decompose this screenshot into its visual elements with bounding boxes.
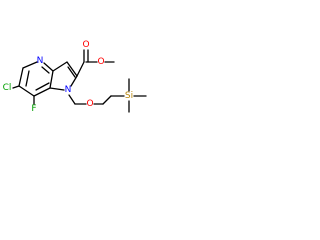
bond [52,61,68,72]
fluorine-atom-label: F [31,104,36,114]
molecule-structure: N N Cl F O O O Si [3,40,147,114]
nitrogen-atom-label: N [65,85,72,95]
oxygen-atom-label: O [97,57,104,67]
bond [25,70,30,87]
oxygen-atom-label: O [82,40,89,50]
bond [68,94,76,105]
bond [67,66,76,78]
bond [22,61,38,69]
bond [49,87,65,91]
nitrogen-atom-label: N [37,56,44,66]
chlorine-atom-label: Cl [3,83,12,93]
bond [18,85,35,97]
bond [70,75,78,87]
bond [66,61,78,77]
bond [41,66,50,74]
bond [12,85,20,89]
bond [49,70,54,89]
bond [43,62,54,72]
bond [33,87,51,97]
silicon-atom-label: Si [125,91,133,101]
bond [18,67,24,87]
bond [76,61,85,77]
bond [35,82,50,91]
bond [102,95,112,105]
oxygen-atom-label: O [86,99,93,109]
